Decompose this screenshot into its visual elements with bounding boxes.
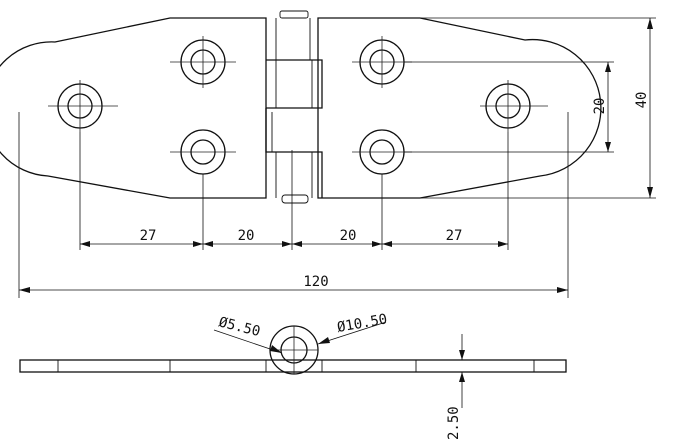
dim-leaf-width: 40 bbox=[634, 92, 650, 109]
screw-hole-left-outer bbox=[57, 80, 103, 132]
dim-pitch-right-inner: 20 bbox=[340, 228, 357, 244]
hinge-top-view bbox=[0, 10, 602, 204]
screw-hole-right-top bbox=[352, 36, 412, 88]
dim-pitch-right-outer: 27 bbox=[446, 228, 463, 244]
dim-pitch-left-outer: 27 bbox=[140, 228, 157, 244]
dim-overall-length: 120 bbox=[303, 274, 328, 290]
screw-hole-right-bottom bbox=[352, 129, 412, 175]
hinge-knuckle bbox=[265, 10, 323, 204]
screw-hole-left-top bbox=[180, 36, 226, 88]
screw-hole-right-outer bbox=[485, 80, 531, 132]
left-leaf-outline bbox=[0, 17, 267, 199]
overall-length-dimension: 120 bbox=[18, 112, 569, 298]
pin-bottom-cap bbox=[281, 194, 309, 204]
pitch-dimensions: 27 20 20 27 bbox=[79, 132, 509, 250]
knuckle-segment-upper bbox=[266, 59, 323, 109]
side-plate bbox=[19, 359, 567, 373]
dim-plate-thickness: 2.50 bbox=[446, 406, 462, 440]
pin-top-cap bbox=[279, 10, 309, 19]
dim-hole-vertical-spacing: 20 bbox=[592, 98, 608, 115]
dim-pitch-left-inner: 20 bbox=[238, 228, 255, 244]
dim-pin-diameter: Ø5.50 bbox=[217, 314, 262, 340]
dim-knuckle-diameter: Ø10.50 bbox=[336, 311, 389, 336]
vertical-dimensions: 20 40 bbox=[404, 17, 656, 199]
knuckle-segment-lower bbox=[265, 108, 323, 198]
right-leaf-outline bbox=[317, 17, 602, 199]
hinge-side-view: Ø5.50 Ø10.50 2.50 bbox=[19, 311, 567, 440]
